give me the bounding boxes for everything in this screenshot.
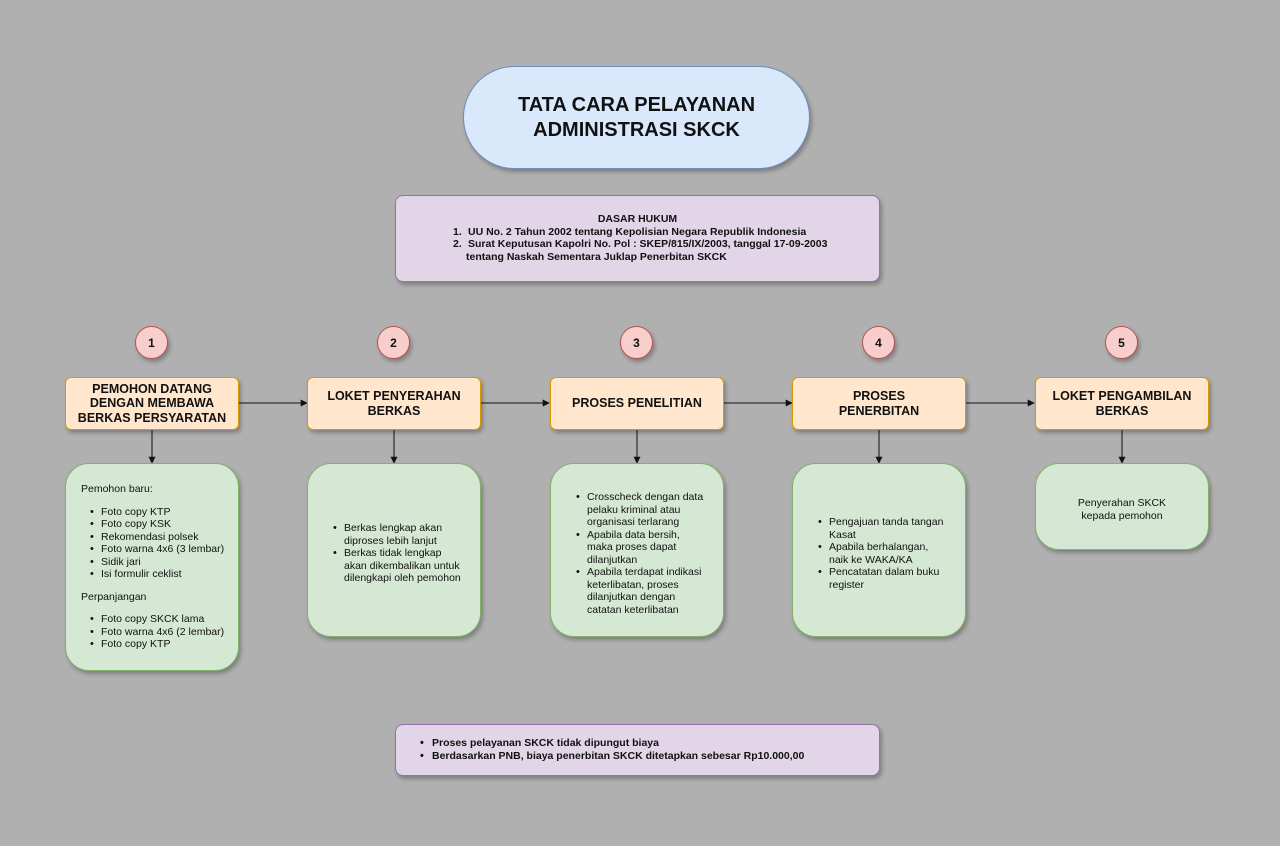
step-number-2: 2 [377, 326, 410, 359]
list-item-line: Kasat [829, 528, 856, 541]
legal-basis-item-1: 1. UU No. 2 Tahun 2002 tentang Kepolisia… [396, 226, 879, 239]
page-title: TATA CARA PELAYANAN ADMINISTRASI SKCK [463, 66, 810, 169]
new-applicant-list: Foto copy KTP Foto copy KSK Rekomendasi … [81, 506, 238, 581]
step-number-3: 3 [620, 326, 653, 359]
list-item: Foto copy KTP [90, 506, 238, 519]
step-5-box: LOKET PENGAMBILAN BERKAS [1035, 377, 1209, 430]
list-item: Foto copy KSK [90, 518, 238, 531]
new-applicant-heading: Pemohon baru: [81, 483, 153, 495]
step-number-5: 5 [1105, 326, 1138, 359]
legal-basis-heading: DASAR HUKUM [597, 213, 678, 225]
list-item: Sidik jari [90, 556, 238, 569]
list-item: Pengajuan tanda tangan Kasat [818, 516, 965, 541]
list-item-line: Apabila data bersih, [587, 528, 680, 541]
step-2-title-line: BERKAS [367, 403, 421, 418]
list-item: Isi formulir ceklist [90, 568, 238, 581]
list-item-line: Pencatatan dalam buku [829, 566, 940, 578]
list-item: Rekomendasi polsek [90, 531, 238, 544]
list-item: Apabila terdapat indikasi keterlibatan, … [576, 566, 723, 616]
step-5-title-line: LOKET PENGAMBILAN [1052, 389, 1192, 403]
legal-basis-item-2-text: Surat Keputusan Kapolri No. Pol : SKEP/8… [468, 238, 828, 250]
legal-basis-item-1-text: UU No. 2 Tahun 2002 tentang Kepolisian N… [468, 225, 807, 238]
step-3-detail-list: Crosscheck dengan data pelaku kriminal a… [576, 491, 723, 616]
step-5-detail-line: kepada pemohon [1081, 509, 1163, 522]
list-item: Apabila berhalangan, naik ke WAKA/KA [818, 541, 965, 566]
step-number-1: 1 [135, 326, 168, 359]
legal-basis-item-2-continuation: tentang Naskah Sementara Juklap Penerbit… [466, 250, 727, 263]
list-item-line: naik ke WAKA/KA [829, 553, 913, 566]
notes-box: Proses pelayanan SKCK tidak dipungut bia… [395, 724, 880, 776]
list-item: Berkas lengkap akan diproses lebih lanju… [333, 522, 480, 547]
step-1-title-line: BERKAS PERSYARATAN [77, 410, 227, 425]
legal-basis-item-2: 2. Surat Keputusan Kapolri No. Pol : SKE… [396, 238, 879, 251]
list-item-line: diproses lebih lanjut [344, 534, 437, 547]
step-3-box: PROSES PENELITIAN [550, 377, 724, 430]
step-1-title-line: PEMOHON DATANG [92, 381, 212, 396]
list-item-line: catatan keterlibatan [587, 603, 679, 616]
list-item-line: organisasi terlarang [587, 516, 680, 528]
list-item-line: keterlibatan, proses [587, 578, 679, 591]
list-item-line: dilengkapi oleh pemohon [344, 572, 461, 584]
note-item: Berdasarkan PNB, biaya penerbitan SKCK d… [420, 750, 879, 763]
list-item: Foto warna 4x6 (2 lembar) [90, 626, 238, 639]
step-1-detail-box: Pemohon baru: Foto copy KTP Foto copy KS… [65, 463, 239, 671]
list-item: Berkas tidak lengkap akan dikembalikan u… [333, 547, 480, 585]
step-4-detail-list: Pengajuan tanda tangan Kasat Apabila ber… [818, 516, 965, 591]
legal-basis-item-2-number: 2. [453, 238, 462, 250]
step-2-detail-box: Berkas lengkap akan diproses lebih lanju… [307, 463, 481, 637]
step-1-box: PEMOHON DATANG DENGAN MEMBAWA BERKAS PER… [65, 377, 239, 430]
list-item-line: akan dikembalikan untuk [344, 559, 460, 572]
list-item-line: Berkas tidak lengkap [344, 547, 442, 559]
note-item: Proses pelayanan SKCK tidak dipungut bia… [420, 737, 879, 750]
step-5-detail-box: Penyerahan SKCK kepada pemohon [1035, 463, 1209, 550]
list-item: Foto copy KTP [90, 638, 238, 651]
notes-list: Proses pelayanan SKCK tidak dipungut bia… [396, 737, 879, 762]
legal-basis-item-1-number: 1. [453, 225, 462, 238]
step-4-title-line: PROSES [852, 389, 906, 403]
list-item-line: Berkas lengkap akan [344, 522, 443, 534]
list-item-line: Apabila terdapat indikasi [587, 566, 702, 578]
step-5-detail-line: Penyerahan SKCK [1077, 497, 1167, 509]
legal-basis-box: DASAR HUKUM 1. UU No. 2 Tahun 2002 tenta… [395, 195, 880, 282]
step-4-box: PROSES PENERBITAN [792, 377, 966, 430]
title-line-1: TATA CARA PELAYANAN [517, 93, 756, 116]
step-3-title-line: PROSES PENELITIAN [572, 396, 702, 411]
step-4-title-line: PENERBITAN [838, 403, 920, 418]
list-item: Pencatatan dalam buku register [818, 566, 965, 591]
renewal-heading: Perpanjangan [81, 590, 147, 603]
step-number-4: 4 [862, 326, 895, 359]
list-item: Apabila data bersih, maka proses dapat d… [576, 528, 723, 567]
list-item-line: dilanjutkan dengan [587, 591, 676, 603]
list-item-line: Pengajuan tanda tangan [829, 516, 944, 528]
renewal-list: Foto copy SKCK lama Foto warna 4x6 (2 le… [81, 613, 238, 651]
step-1-title-line: DENGAN MEMBAWA [89, 396, 215, 411]
list-item-line: dilanjutkan [587, 553, 638, 566]
step-4-detail-box: Pengajuan tanda tangan Kasat Apabila ber… [792, 463, 966, 637]
list-item-line: Crosscheck dengan data [587, 491, 704, 503]
list-item: Foto copy SKCK lama [90, 613, 238, 626]
step-5-title-line: BERKAS [1095, 403, 1149, 418]
list-item: Crosscheck dengan data pelaku kriminal a… [576, 491, 723, 529]
step-3-detail-box: Crosscheck dengan data pelaku kriminal a… [550, 463, 724, 637]
list-item-line: pelaku kriminal atau [587, 503, 681, 516]
list-item-line: Apabila berhalangan, [829, 541, 929, 553]
title-line-2: ADMINISTRASI SKCK [533, 118, 740, 141]
list-item: Foto warna 4x6 (3 lembar) [90, 543, 238, 556]
list-item-line: register [829, 578, 865, 591]
step-2-box: LOKET PENYERAHAN BERKAS [307, 377, 481, 430]
list-item-line: maka proses dapat [587, 541, 677, 553]
step-2-detail-list: Berkas lengkap akan diproses lebih lanju… [333, 522, 480, 585]
step-2-title-line: LOKET PENYERAHAN [327, 389, 461, 403]
